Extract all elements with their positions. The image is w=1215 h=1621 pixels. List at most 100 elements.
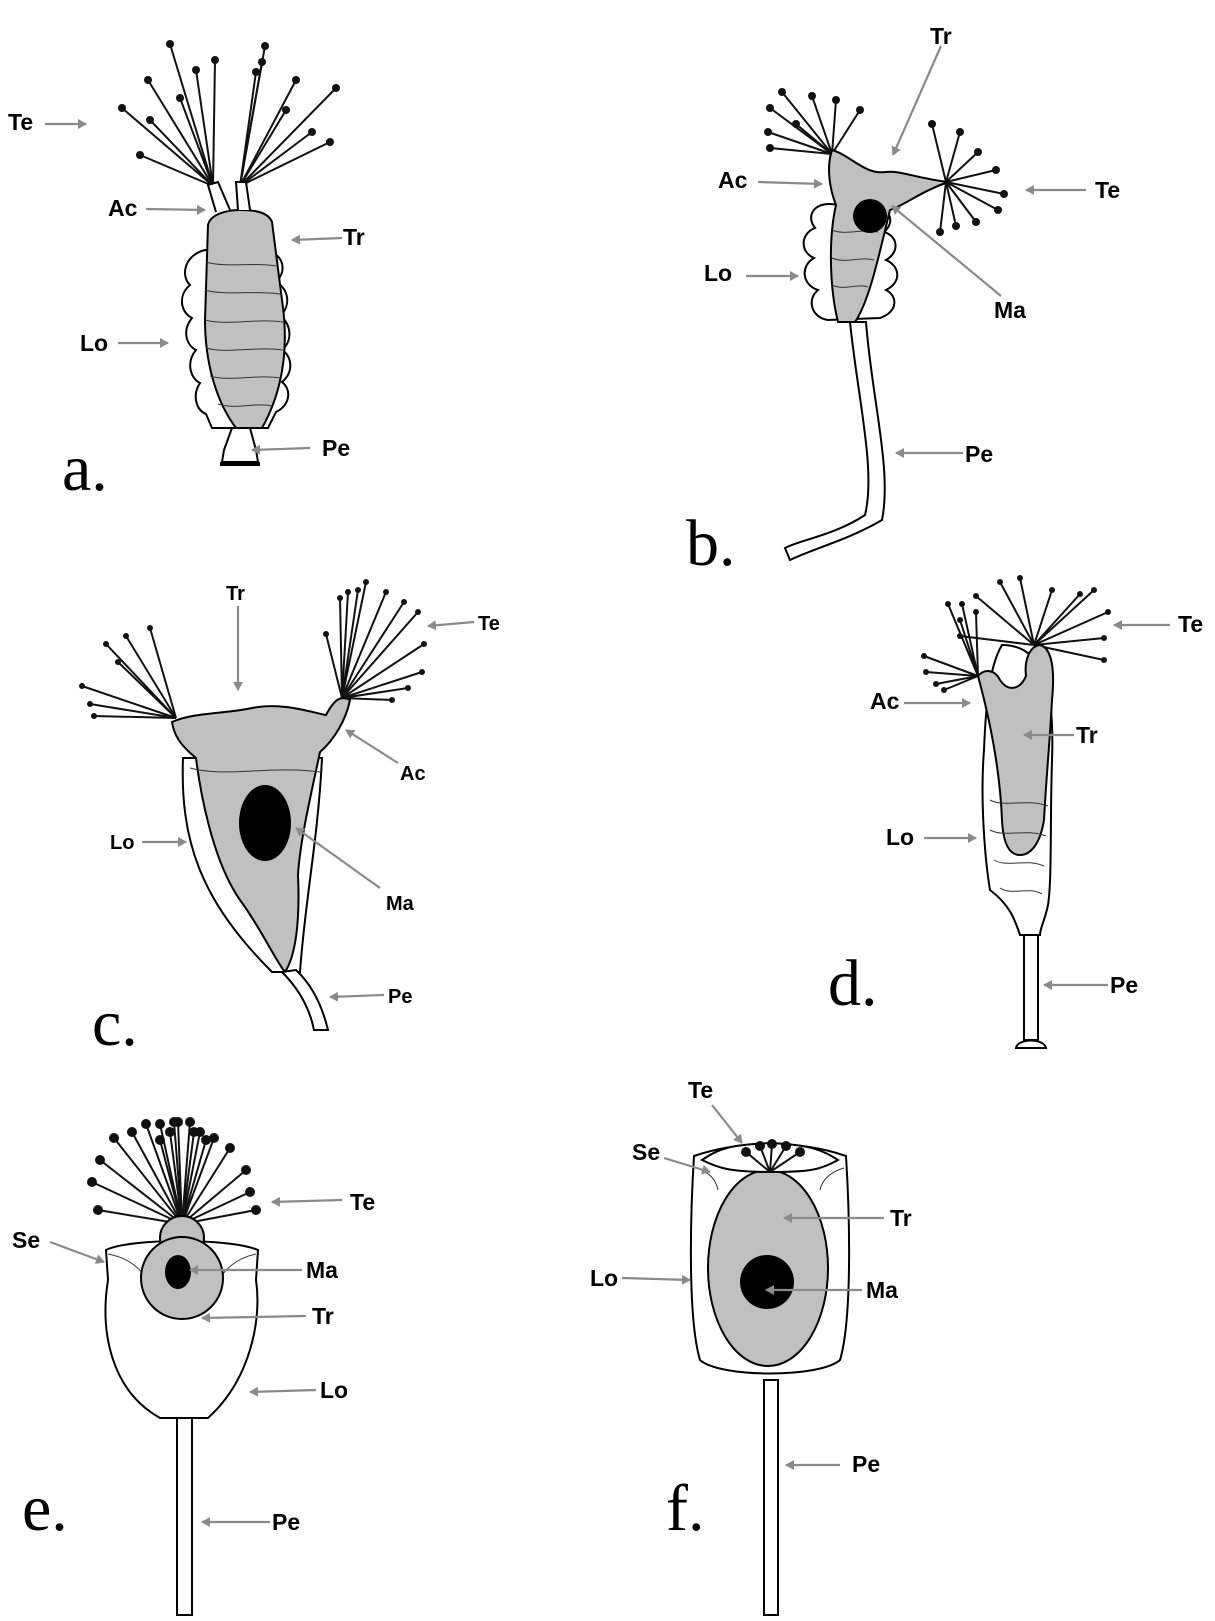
tentacle-knob [1105, 609, 1111, 615]
tentacle-knob [192, 66, 200, 74]
tentacles [87, 1117, 261, 1224]
tentacle-knob [251, 1205, 261, 1215]
tentacle-knob [957, 633, 963, 639]
label-ma: Ma [866, 1277, 898, 1303]
ac-arrow [346, 730, 398, 763]
tr-arrow [893, 46, 941, 155]
tentacle-knob [832, 96, 840, 104]
tentacle-knob [764, 128, 772, 136]
tentacle [932, 124, 946, 182]
tentacle-knob [109, 1133, 119, 1143]
tentacle-knob [945, 601, 951, 607]
tentacle-knob [355, 587, 361, 593]
tentacle [946, 182, 998, 210]
tentacle [940, 182, 946, 232]
panel-e: Te Se Ma Tr Lo Pe e. [12, 1117, 375, 1615]
panel-letter-a: a. [62, 432, 108, 505]
tentacle-knob [1049, 587, 1055, 593]
tentacle-knob [405, 685, 411, 691]
tentacle [340, 598, 342, 698]
tentacle-knob [974, 148, 982, 156]
panel-c: Tr Te Ac Lo Ma Pe c. [79, 579, 500, 1060]
tentacle-knob [166, 40, 174, 48]
tentacle-knob [808, 92, 816, 100]
tentacle [1034, 638, 1104, 645]
label-lo: Lo [886, 824, 914, 850]
tentacle-knob [189, 1127, 199, 1137]
tentacle-knob [972, 218, 980, 226]
peduncle [785, 322, 885, 560]
te-arrow [428, 622, 474, 626]
panel-letter-c: c. [92, 987, 138, 1060]
tentacle-knob [136, 151, 144, 159]
se-arrow [50, 1242, 104, 1262]
tentacle [342, 592, 386, 698]
tentacle-knob [923, 669, 929, 675]
tentacle-knob [115, 659, 121, 665]
label-lo: Lo [80, 330, 108, 356]
tentacle-knob [973, 609, 979, 615]
tentacle-knob [994, 206, 1002, 214]
tentacle [1034, 612, 1108, 645]
label-tr: Tr [890, 1205, 912, 1231]
tentacle-knob [781, 1141, 791, 1151]
label-pe: Pe [852, 1451, 880, 1477]
tentacle-knob [1091, 587, 1097, 593]
tentacle-knob [155, 1135, 165, 1145]
tentacle-knob [952, 222, 960, 230]
tentacle-knob [921, 653, 927, 659]
label-tr: Tr [312, 1303, 334, 1329]
peduncle [222, 428, 258, 462]
label-lo: Lo [110, 832, 134, 854]
tentacle-knob [415, 609, 421, 615]
tentacle-knob [292, 76, 300, 84]
panel-letter-b: b. [686, 507, 736, 580]
tentacle [213, 60, 215, 186]
tentacle-knob [141, 1119, 151, 1129]
tentacle-knob [778, 88, 786, 96]
label-ma: Ma [994, 297, 1026, 323]
tentacle-knob [241, 1165, 251, 1175]
tentacle-knob [1101, 657, 1107, 663]
tentacle-knob [93, 1205, 103, 1215]
label-pe: Pe [272, 1509, 300, 1535]
tentacle-knob [95, 1155, 105, 1165]
label-se: Se [12, 1227, 40, 1253]
ac-arrow [146, 209, 205, 210]
label-te: Te [350, 1189, 375, 1215]
label-tr: Tr [343, 224, 365, 250]
te-arrow [272, 1200, 342, 1202]
tentacle-knob [258, 58, 266, 66]
tentacle-knob [389, 697, 395, 703]
tentacle [240, 132, 312, 186]
tentacle [960, 620, 978, 676]
label-se: Se [632, 1139, 660, 1165]
tentacle [936, 676, 978, 684]
tentacle-knob [401, 599, 407, 605]
tentacle [196, 70, 213, 186]
tentacle-knob [87, 1177, 97, 1187]
tentacle-knob [957, 617, 963, 623]
tentacle-knob [766, 104, 774, 112]
label-ac: Ac [400, 763, 426, 785]
label-te: Te [8, 109, 33, 135]
panel-a: Te Ac Tr Lo Pe a. [8, 40, 365, 505]
tentacle-knob [144, 76, 152, 84]
tentacle-knob [308, 128, 316, 136]
tentacle-knob [261, 42, 269, 50]
tentacle-knob [792, 120, 800, 128]
tentacle-knob [936, 228, 944, 236]
tentacle-knob [419, 669, 425, 675]
actinophore [208, 182, 250, 212]
tentacle-knob [1101, 635, 1107, 641]
label-te: Te [1178, 611, 1203, 637]
tentacle-knob [992, 166, 1000, 174]
macronucleus [165, 1255, 191, 1289]
tentacle-knob [87, 701, 93, 707]
tentacle-knob [928, 120, 936, 128]
tentacle-knob [973, 593, 979, 599]
tentacle-knob [767, 1139, 777, 1149]
tr-arrow [292, 238, 342, 240]
tentacle-knob [123, 633, 129, 639]
tentacle-knob [766, 144, 774, 152]
